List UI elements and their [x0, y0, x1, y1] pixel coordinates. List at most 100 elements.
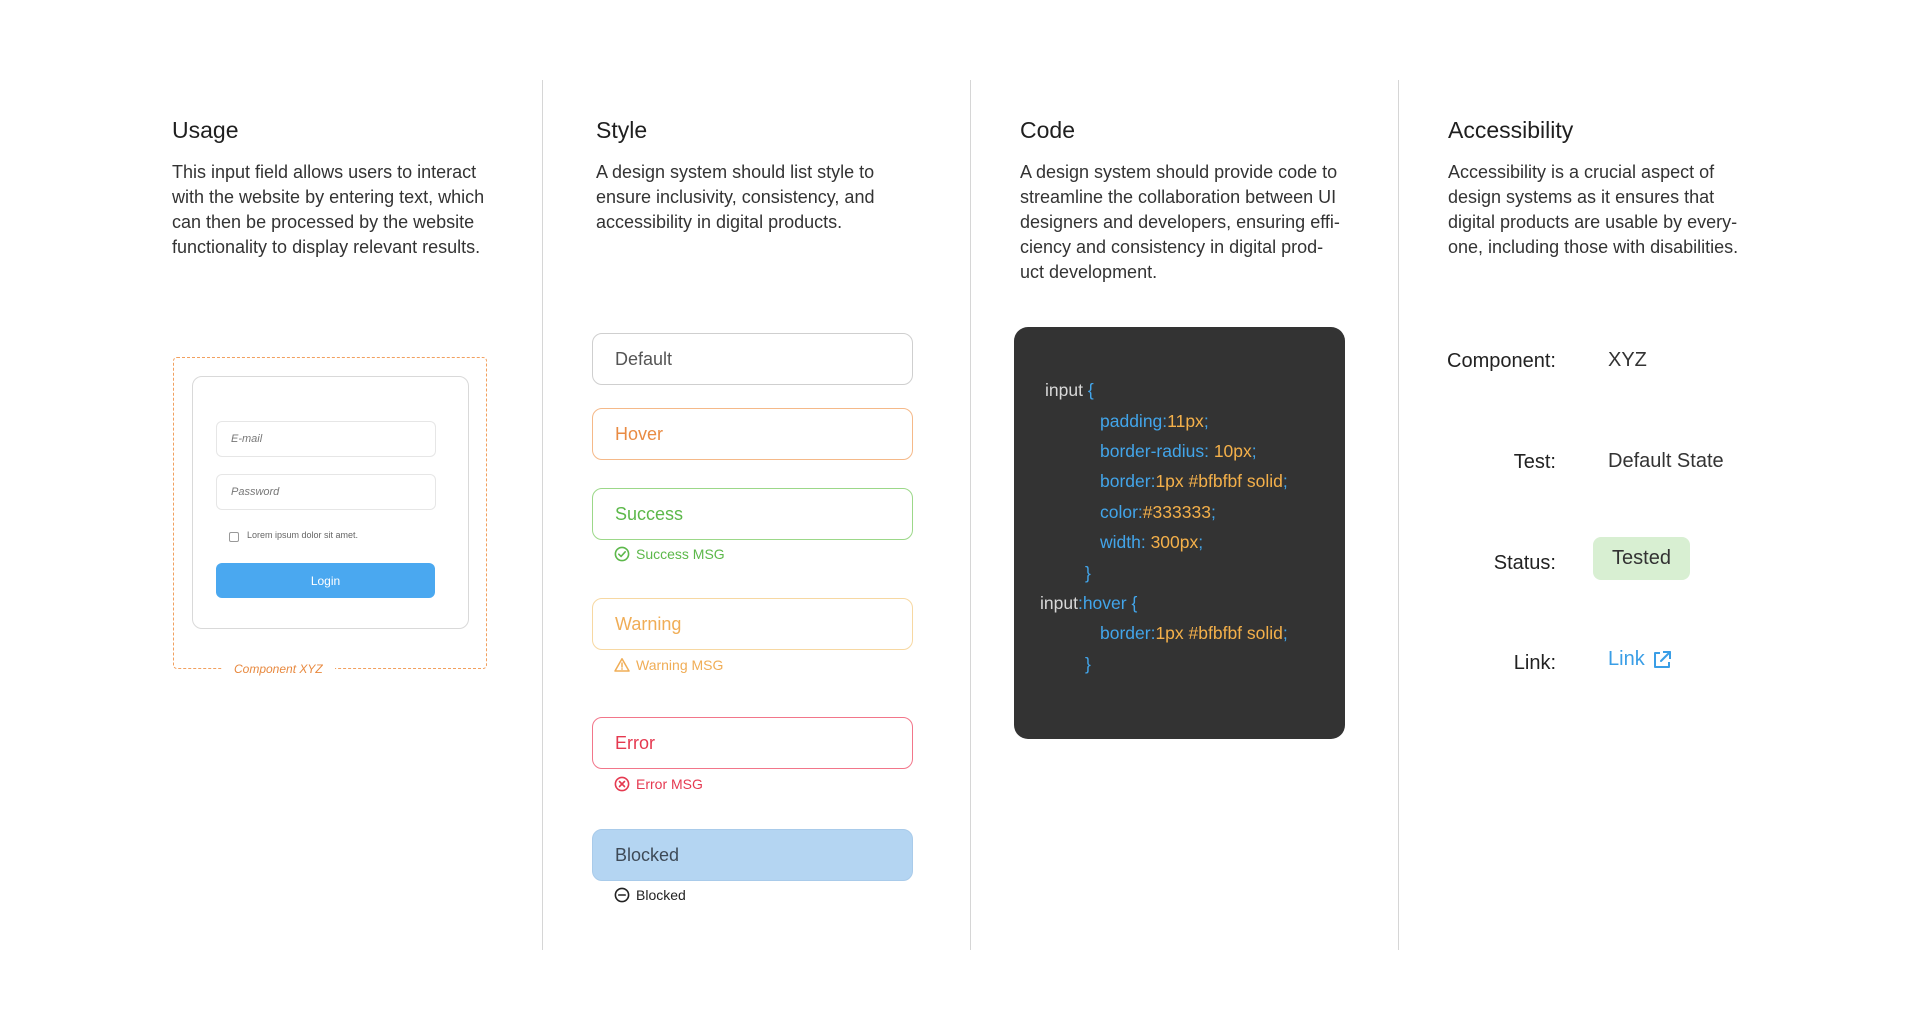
- code-prop-border: border:1px #bfbfbf solid;: [1100, 471, 1288, 492]
- code-line: ciency and consistency in digital prod-: [1020, 237, 1324, 257]
- test-value: Default State: [1608, 450, 1724, 472]
- external-link-icon: [1653, 650, 1671, 668]
- accessibility-line: Accessibility is a crucial aspect of: [1448, 162, 1715, 182]
- code-selector-hover: input:hover {: [1040, 593, 1137, 614]
- component-label: Component:: [1447, 350, 1556, 372]
- input-default-label: Default: [615, 348, 673, 369]
- code-token: {: [1087, 380, 1094, 400]
- style-line: ensure inclusivity, consistency, and: [596, 187, 875, 207]
- error-message-text: Error MSG: [636, 776, 703, 792]
- input-blocked-label: Blocked: [615, 844, 680, 865]
- success-message-text: Success MSG: [636, 546, 725, 562]
- accessibility-line: design systems as it ensures that: [1448, 187, 1715, 207]
- code-token: border:: [1100, 623, 1156, 643]
- external-link[interactable]: Link: [1608, 648, 1673, 671]
- style-title: Style: [596, 117, 648, 143]
- input-blocked: Blocked: [592, 829, 913, 881]
- input-hover[interactable]: Hover: [592, 408, 913, 460]
- code-token: width:: [1100, 532, 1151, 552]
- warning-message-text: Warning MSG: [636, 657, 724, 673]
- input-success-label: Success: [615, 503, 684, 524]
- code-token: input: [1045, 380, 1083, 400]
- code-prop-padding: padding:11px;: [1100, 411, 1209, 432]
- code-prop-radius: border-radius: 10px;: [1100, 441, 1257, 462]
- input-error-label: Error: [615, 732, 655, 753]
- code-title: Code: [1020, 117, 1075, 143]
- status-badge: Tested: [1593, 537, 1690, 580]
- accessibility-description: Accessibility is a crucial aspect of des…: [1448, 160, 1738, 260]
- code-token: 10px: [1213, 441, 1252, 461]
- code-token: ;: [1251, 441, 1257, 461]
- input-hover-label: Hover: [615, 423, 664, 444]
- code-line: uct development.: [1020, 262, 1158, 282]
- code-token: :hover: [1077, 593, 1127, 613]
- code-block: [1014, 327, 1345, 739]
- component-caption: Component XYZ: [222, 662, 335, 676]
- status-label: Status:: [1493, 552, 1556, 574]
- code-token: }: [1085, 654, 1091, 674]
- code-token: }: [1085, 563, 1091, 583]
- code-token: ;: [1203, 411, 1209, 431]
- code-token: color:: [1100, 502, 1143, 522]
- accessibility-line: one, including those with disabilities.: [1448, 237, 1739, 257]
- code-line: designers and developers, ensuring effi-: [1020, 212, 1340, 232]
- column-divider: [970, 80, 971, 950]
- status-badge-text: Tested: [1612, 547, 1671, 569]
- success-message: Success MSG: [614, 546, 725, 562]
- code-token: {: [1126, 593, 1138, 613]
- code-prop-color: color:#333333;: [1100, 502, 1216, 523]
- code-description: A design system should provide code to s…: [1020, 160, 1340, 285]
- usage-line: This input field allows users to interac…: [172, 162, 477, 182]
- code-line: streamline the collaboration between UI: [1020, 187, 1337, 207]
- accessibility-title: Accessibility: [1448, 117, 1574, 143]
- warning-triangle-icon: [614, 658, 630, 672]
- usage-line: with the website by entering text, which: [172, 187, 485, 207]
- test-label: Test:: [1513, 451, 1556, 473]
- column-divider: [1398, 80, 1399, 950]
- code-prop-border-hover: border:1px #bfbfbf solid;: [1100, 623, 1288, 644]
- column-divider: [542, 80, 543, 950]
- usage-line: functionality to display relevant result…: [172, 237, 481, 257]
- code-token: border-radius:: [1100, 441, 1214, 461]
- input-success[interactable]: Success: [592, 488, 913, 540]
- password-field[interactable]: Password: [216, 474, 436, 510]
- code-token: ;: [1198, 532, 1204, 552]
- input-default[interactable]: Default: [592, 333, 913, 385]
- remember-checkbox[interactable]: [229, 532, 239, 542]
- password-placeholder: Password: [231, 486, 280, 498]
- code-selector-input: input {: [1045, 380, 1094, 401]
- code-token: padding:: [1100, 411, 1168, 431]
- close-circle-icon: [614, 776, 630, 792]
- code-token: ;: [1282, 623, 1288, 643]
- style-line: accessibility in digital products.: [596, 212, 843, 232]
- input-error[interactable]: Error: [592, 717, 913, 769]
- code-brace-close: }: [1085, 654, 1091, 675]
- code-token: 300px: [1150, 532, 1199, 552]
- input-warning[interactable]: Warning: [592, 598, 913, 650]
- code-token: border:: [1100, 471, 1156, 491]
- login-button-label: Login: [310, 573, 341, 588]
- minus-circle-icon: [614, 887, 630, 903]
- input-warning-label: Warning: [615, 613, 682, 634]
- code-token: 1px #bfbfbf solid: [1155, 623, 1283, 643]
- error-message: Error MSG: [614, 776, 703, 792]
- email-placeholder: E-mail: [231, 433, 263, 445]
- email-field[interactable]: E-mail: [216, 421, 436, 457]
- blocked-message-text: Blocked: [636, 887, 686, 903]
- code-token: 11px: [1167, 411, 1204, 431]
- external-link-text: Link: [1608, 648, 1645, 670]
- style-line: A design system should list style to: [596, 162, 875, 182]
- accessibility-line: digital products are usable by every-: [1448, 212, 1738, 232]
- check-circle-icon: [614, 546, 630, 562]
- code-token: #333333: [1142, 502, 1211, 522]
- checkbox-label: Lorem ipsum dolor sit amet.: [247, 530, 359, 540]
- usage-title: Usage: [172, 117, 239, 143]
- login-button[interactable]: Login: [216, 563, 435, 598]
- code-token: input: [1040, 593, 1078, 613]
- style-description: A design system should list style to ens…: [596, 160, 874, 235]
- link-label: Link:: [1513, 652, 1556, 674]
- component-value: XYZ: [1608, 349, 1647, 371]
- warning-message: Warning MSG: [614, 657, 723, 673]
- usage-description: This input field allows users to interac…: [172, 160, 484, 260]
- code-brace-close: }: [1085, 563, 1091, 584]
